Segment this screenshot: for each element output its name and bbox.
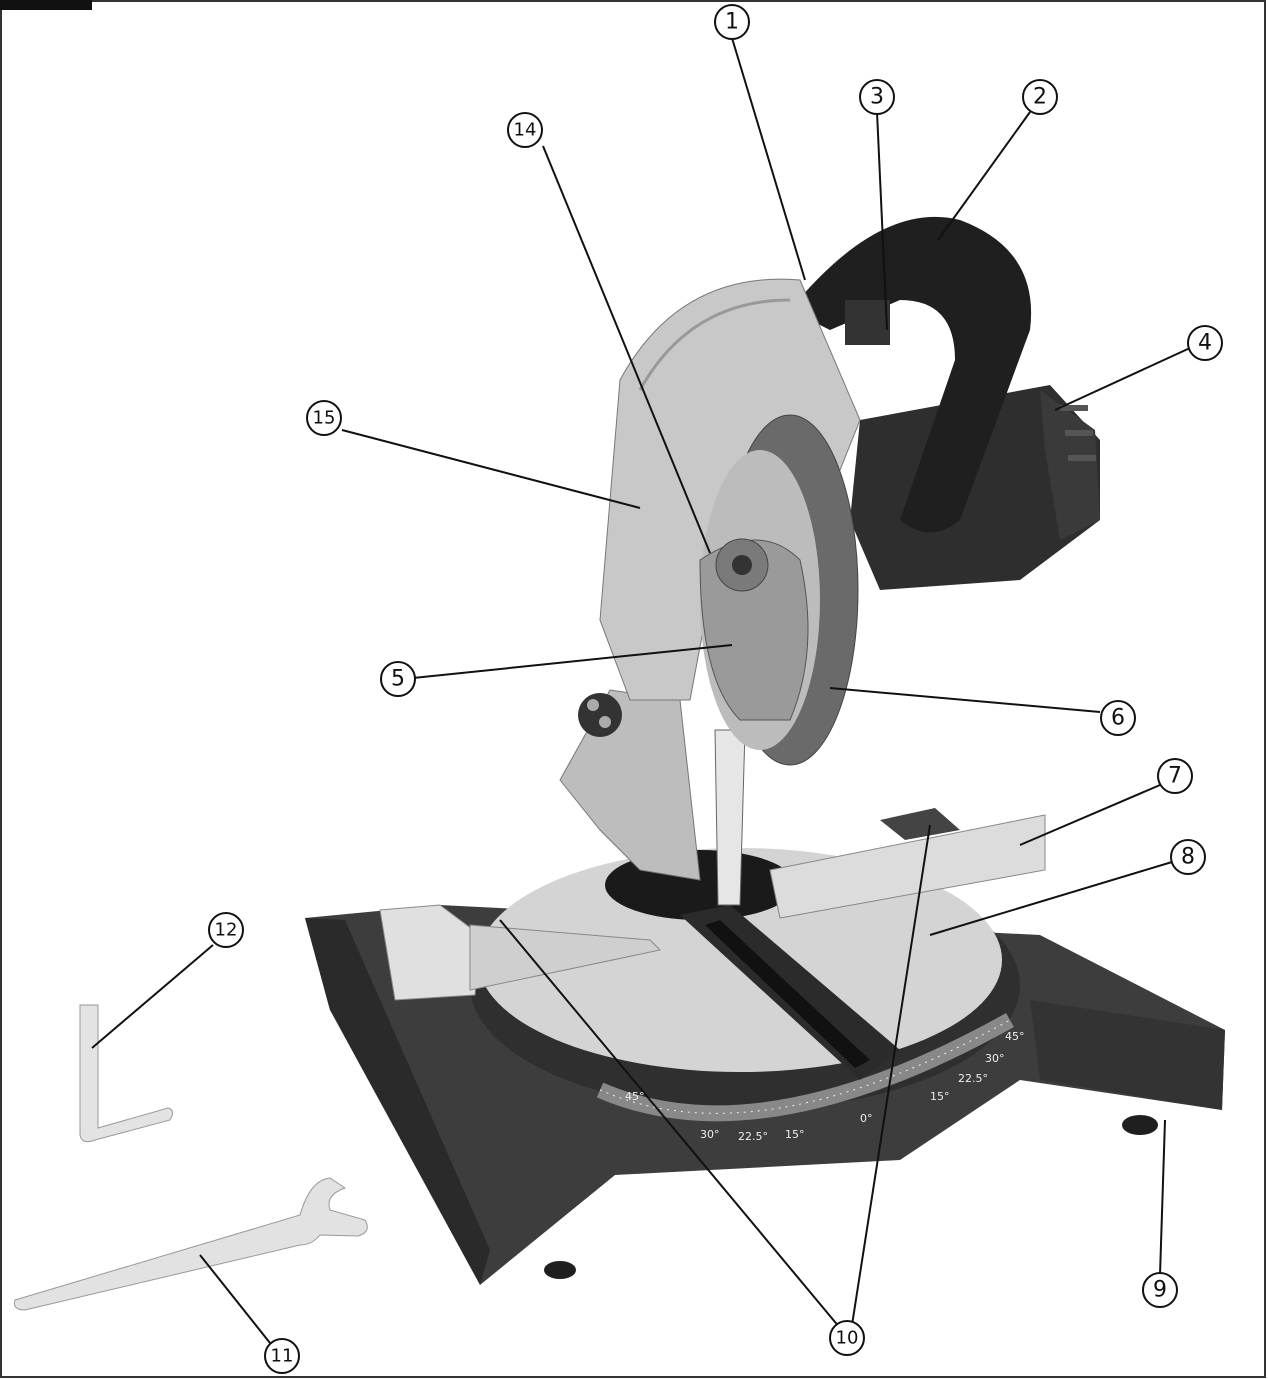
callout-11-label: 11 xyxy=(271,1346,294,1367)
angle-scale xyxy=(596,1013,1014,1122)
callout-6-label: 6 xyxy=(1111,706,1125,731)
callout-15: 15 xyxy=(306,400,342,436)
callout-14-label: 14 xyxy=(514,120,537,141)
callout-8-label: 8 xyxy=(1181,845,1195,870)
angle-label: 15° xyxy=(785,1128,805,1141)
spanner-wrench xyxy=(14,1177,368,1311)
callout-10: 10 xyxy=(829,1320,865,1356)
angle-label: 45° xyxy=(625,1090,645,1103)
angle-label: 22.5° xyxy=(958,1072,988,1085)
callout-2: 2 xyxy=(1022,79,1058,115)
angle-label: 30° xyxy=(985,1052,1005,1065)
pivot-arm xyxy=(559,689,746,906)
angle-label: 30° xyxy=(700,1128,720,1141)
callout-15-label: 15 xyxy=(313,408,336,429)
callout-5: 5 xyxy=(380,661,416,697)
callout-5-label: 5 xyxy=(391,667,405,692)
leader-lines xyxy=(91,37,1191,1344)
table-insert xyxy=(680,905,900,1080)
callout-9: 9 xyxy=(1142,1272,1178,1308)
handle xyxy=(790,216,1032,533)
angle-label: 45° xyxy=(1005,1030,1025,1043)
hex-key xyxy=(79,1004,174,1143)
angle-scale-labels: 45° 30° 22.5° 15° 0° 15° 22.5° 30° 45° xyxy=(625,1030,1025,1143)
callout-9-label: 9 xyxy=(1153,1278,1167,1303)
callout-4: 4 xyxy=(1187,325,1223,361)
angle-label: 0° xyxy=(860,1112,873,1125)
callout-12: 12 xyxy=(208,912,244,948)
callout-6: 6 xyxy=(1100,700,1136,736)
callout-3-label: 3 xyxy=(870,85,884,110)
callout-7: 7 xyxy=(1157,758,1193,794)
callout-7-label: 7 xyxy=(1168,764,1182,789)
callout-2-label: 2 xyxy=(1033,85,1047,110)
callout-14: 14 xyxy=(507,112,543,148)
callout-3: 3 xyxy=(859,79,895,115)
right-fence xyxy=(769,808,1046,919)
corner-tab xyxy=(0,0,92,10)
callout-10-label: 10 xyxy=(836,1328,859,1349)
callout-8: 8 xyxy=(1170,839,1206,875)
angle-label: 15° xyxy=(930,1090,950,1103)
callout-4-label: 4 xyxy=(1198,331,1212,356)
callout-1-label: 1 xyxy=(725,10,739,35)
callout-12-label: 12 xyxy=(215,920,238,941)
callout-11: 11 xyxy=(264,1338,300,1374)
angle-label: 22.5° xyxy=(738,1130,768,1143)
motor-housing xyxy=(850,385,1100,590)
callout-1: 1 xyxy=(714,4,750,40)
lower-blade-guard xyxy=(699,538,809,721)
